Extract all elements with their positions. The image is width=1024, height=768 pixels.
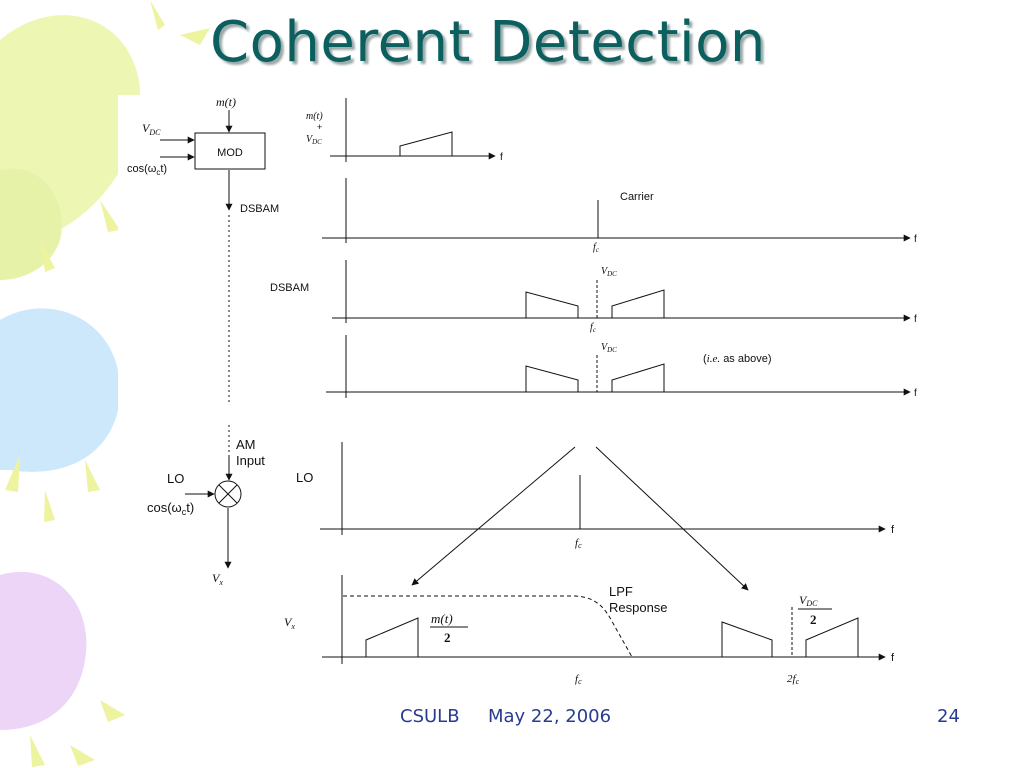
mod-block-label: MOD [217, 147, 243, 159]
mt-label: m(t) [216, 95, 236, 109]
two-fc-label: 2fc [787, 673, 800, 686]
upper-sideband [611, 363, 665, 392]
m-plus-vdc-label: + [317, 122, 322, 132]
carrier-label: Carrier [620, 191, 654, 203]
vdc-label: VDC [601, 342, 617, 354]
spectrum-shape [399, 131, 453, 156]
upper-sideband [611, 289, 665, 318]
balloon-purple [0, 571, 87, 730]
diagram-panel [118, 95, 918, 695]
ray [70, 745, 95, 766]
f-axis-label: f [500, 152, 503, 163]
spectrum-received [326, 335, 911, 398]
page-number: 24 [937, 706, 960, 727]
vdc-over-2-denominator: 2 [810, 612, 817, 627]
dsbam-label: DSBAM [270, 282, 309, 294]
footer-source: CSULB [400, 706, 460, 727]
balloon-blue [0, 308, 120, 472]
ray [40, 240, 55, 272]
fc-label: fc [575, 673, 582, 686]
vdc-over-2-numerator: VDC [799, 593, 818, 608]
block-diagram-labels: MOD m(t) VDC cos(ωct) DSBAM AM Input LO … [127, 95, 279, 587]
spectrum-dsbam [332, 260, 911, 323]
am-input-label: AM [236, 437, 256, 452]
lpf-response-label: Response [609, 600, 668, 615]
ray [180, 28, 210, 45]
ray [100, 200, 120, 232]
vdc-input-label: VDC [142, 121, 161, 137]
vx-output-label: Vx [212, 571, 223, 587]
lower-sideband [525, 365, 579, 392]
ray [44, 490, 55, 522]
carrier-input-label: cos(ωct) [127, 163, 167, 177]
vx-label: Vx [284, 615, 295, 631]
lpf-response-curve [343, 595, 633, 658]
spectrum-baseband [330, 98, 496, 162]
mod-block [194, 132, 266, 170]
slide-title: Coherent Detection [210, 10, 766, 75]
arrow-to-baseband [411, 446, 576, 586]
f-axis-label: f [891, 652, 895, 664]
ray [5, 455, 20, 492]
lo-cos-label: cos(ωct) [147, 500, 194, 517]
spectrum-vx [322, 575, 886, 664]
mixer [214, 480, 242, 508]
fc-label: fc [575, 537, 582, 550]
f-axis-label: f [914, 234, 917, 245]
m-plus-vdc-label: VDC [306, 134, 322, 146]
lo-label: LO [167, 471, 184, 486]
baseband-component [365, 617, 419, 657]
f-axis-label: f [914, 388, 917, 399]
lpf-response-label: LPF [609, 584, 633, 599]
mixer-cross [218, 484, 238, 504]
mt-over-2-numerator: m(t) [431, 611, 453, 626]
arrow-to-2fc [595, 446, 749, 591]
dsbam-output-label: DSBAM [240, 203, 279, 215]
f-axis-label: f [914, 314, 917, 325]
balloon-decoration [0, 0, 210, 767]
ray [85, 460, 100, 492]
vdc-label: VDC [601, 266, 617, 278]
spectrum-carrier [322, 178, 911, 243]
am-input-label: Input [236, 453, 265, 468]
lower-sideband [525, 291, 579, 318]
spectrum-lo [320, 442, 886, 591]
footer-date: May 22, 2006 [488, 706, 612, 727]
lo-spectrum-label: LO [296, 470, 313, 485]
ray [100, 700, 125, 722]
ray [150, 0, 165, 30]
fc-label: fc [590, 322, 597, 334]
upper-2fc-sideband [805, 617, 859, 657]
fc-label: fc [593, 242, 600, 254]
modulator-block-diagram [160, 110, 266, 569]
ray [30, 735, 45, 767]
lower-2fc-sideband [721, 621, 773, 657]
m-plus-vdc-label: m(t) [306, 111, 323, 122]
f-axis-label: f [891, 524, 895, 536]
ie-note: (i.e. as above) [703, 353, 772, 365]
mt-over-2-denominator: 2 [444, 630, 451, 645]
